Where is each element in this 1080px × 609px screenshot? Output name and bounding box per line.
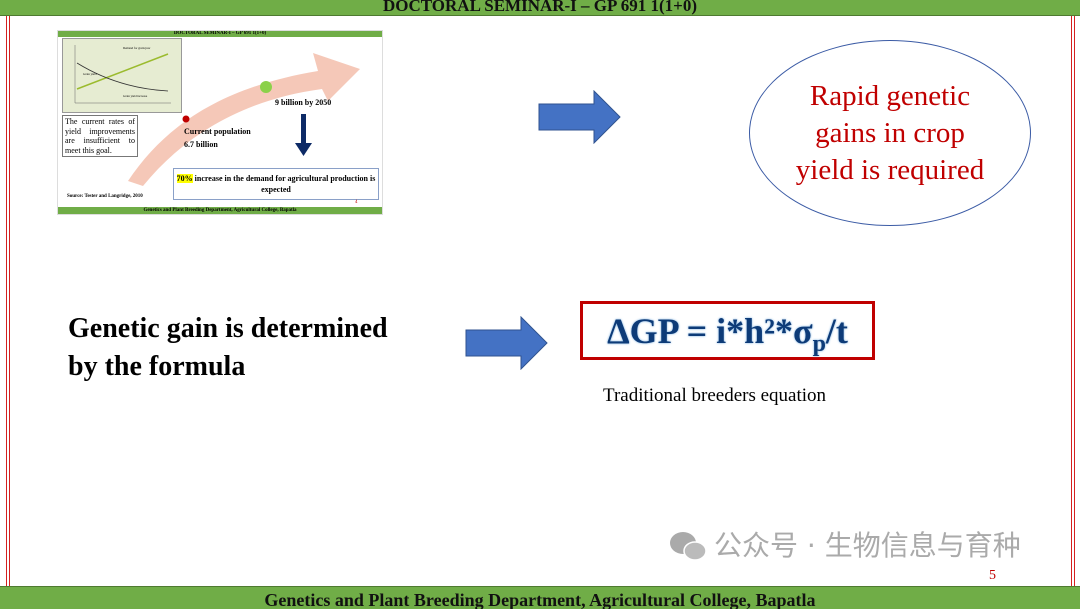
graph-label: Grain yield increase bbox=[123, 94, 148, 98]
border-line-right bbox=[1074, 16, 1075, 586]
thumb-header: DOCTORAL SEMINAR-I – GP 691 1(1+0) bbox=[58, 31, 382, 37]
formula-caption: Traditional breeders equation bbox=[603, 385, 827, 406]
thumb-future-pop: 9 billion by 2050 bbox=[275, 98, 332, 107]
right-arrow-icon bbox=[465, 316, 548, 370]
thumb-page: 4 bbox=[355, 200, 358, 205]
graph-label: Demand for grain/year bbox=[123, 46, 150, 50]
border-line-left-inner bbox=[9, 16, 10, 586]
header-bar: DOCTORAL SEMINAR-I – GP 691 1(1+0) bbox=[0, 0, 1080, 16]
header-title: DOCTORAL SEMINAR-I – GP 691 1(1+0) bbox=[383, 0, 697, 15]
wechat-icon bbox=[670, 532, 707, 561]
thumb-graph: Demand for grain/year Grain yield Grain … bbox=[62, 38, 182, 113]
conclusion-ellipse: Rapid genetic gains in crop yield is req… bbox=[749, 40, 1031, 226]
footer-text: Genetics and Plant Breeding Department, … bbox=[264, 590, 816, 609]
graph-label: Grain yield bbox=[83, 72, 97, 76]
formula-box: ΔGP = i*h²*σp/t bbox=[580, 301, 875, 360]
thumb-demand-box: 70% increase in the demand for agricultu… bbox=[173, 168, 379, 200]
thumb-current-value: 6.7 billion bbox=[184, 140, 218, 149]
thumb-note: The current rates of yield improvements … bbox=[62, 115, 138, 157]
slide-thumbnail: DOCTORAL SEMINAR-I – GP 691 1(1+0) Deman… bbox=[57, 30, 383, 215]
border-line-right-inner bbox=[1071, 16, 1072, 586]
thumb-current-pop: Current population bbox=[184, 127, 251, 136]
statement: Genetic gain is determined by the formul… bbox=[68, 313, 388, 382]
footer-bar: Genetics and Plant Breeding Department, … bbox=[0, 586, 1080, 609]
page-number: 5 bbox=[989, 568, 996, 583]
growth-arrow bbox=[128, 53, 360, 186]
watermark: 公众号 · 生物信息与育种 bbox=[668, 530, 1021, 562]
thumb-footer: Genetics and Plant Breeding Department, … bbox=[58, 207, 382, 214]
thumb-source: Source: Tester and Langridge, 2010 bbox=[67, 194, 143, 199]
right-arrow-icon bbox=[538, 90, 621, 144]
border-line-left bbox=[6, 16, 7, 586]
